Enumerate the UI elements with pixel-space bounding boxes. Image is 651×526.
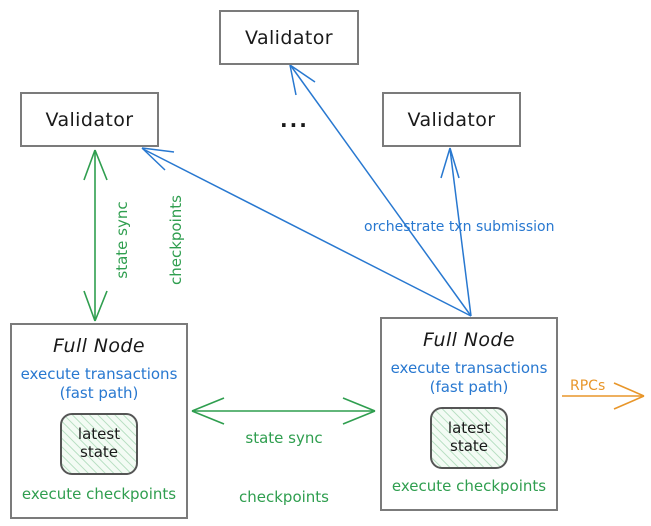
fullnode-right-blue-line2: (fast path) [429,377,509,396]
fullnode-left-state-line2: state [80,442,118,461]
fullnode-left-latest-state-box[interactable]: latest state [60,412,138,475]
fullnode-left-box[interactable]: Full Node execute transactions (fast pat… [10,323,188,519]
fullnode-right-state-line2: state [450,436,488,455]
vertical-state-sync-line1: state sync [113,201,131,279]
fullnode-right-state-line1: latest [447,419,491,438]
validators-ellipsis: ... [280,108,309,132]
fullnode-right-green-label: execute checkpoints [391,477,547,495]
validator-top-box[interactable]: Validator [219,10,359,65]
fullnode-right-box[interactable]: Full Node execute transactions (fast pat… [380,317,558,511]
validator-left-label: Validator [45,108,134,131]
validator-top-label: Validator [245,26,333,49]
fullnode-right-blue-line1: execute transactions [390,359,548,377]
horizontal-state-sync-label: state sync checkpoints [224,390,344,526]
fullnode-right-latest-state-box[interactable]: latest state [430,406,508,469]
validator-right-box[interactable]: Validator [382,92,521,147]
fullnode-left-blue-text: execute transactions (fast path) [21,365,178,403]
horizontal-state-sync-line1: state sync [245,429,323,447]
vertical-state-sync-line2: checkpoints [167,195,185,285]
fullnode-right-title: Full Node [423,329,515,351]
orchestrate-txn-submission-label: orchestrate txn submission [364,219,555,235]
rpcs-label: RPCs [570,378,606,394]
fullnode-right-blue-text: execute transactions (fast path) [391,359,548,397]
vertical-state-sync-label: state sync checkpoints [77,183,185,297]
fullnode-left-state-line1: latest [77,425,121,444]
fullnode-left-title: Full Node [53,335,145,357]
fullnode-left-blue-line1: execute transactions [20,365,178,383]
fullnode-left-blue-line2: (fast path) [59,383,139,402]
validator-left-box[interactable]: Validator [20,92,159,147]
horizontal-state-sync-line2: checkpoints [239,487,329,506]
fullnode-left-green-label: execute checkpoints [21,485,177,503]
validator-right-label: Validator [407,108,496,131]
